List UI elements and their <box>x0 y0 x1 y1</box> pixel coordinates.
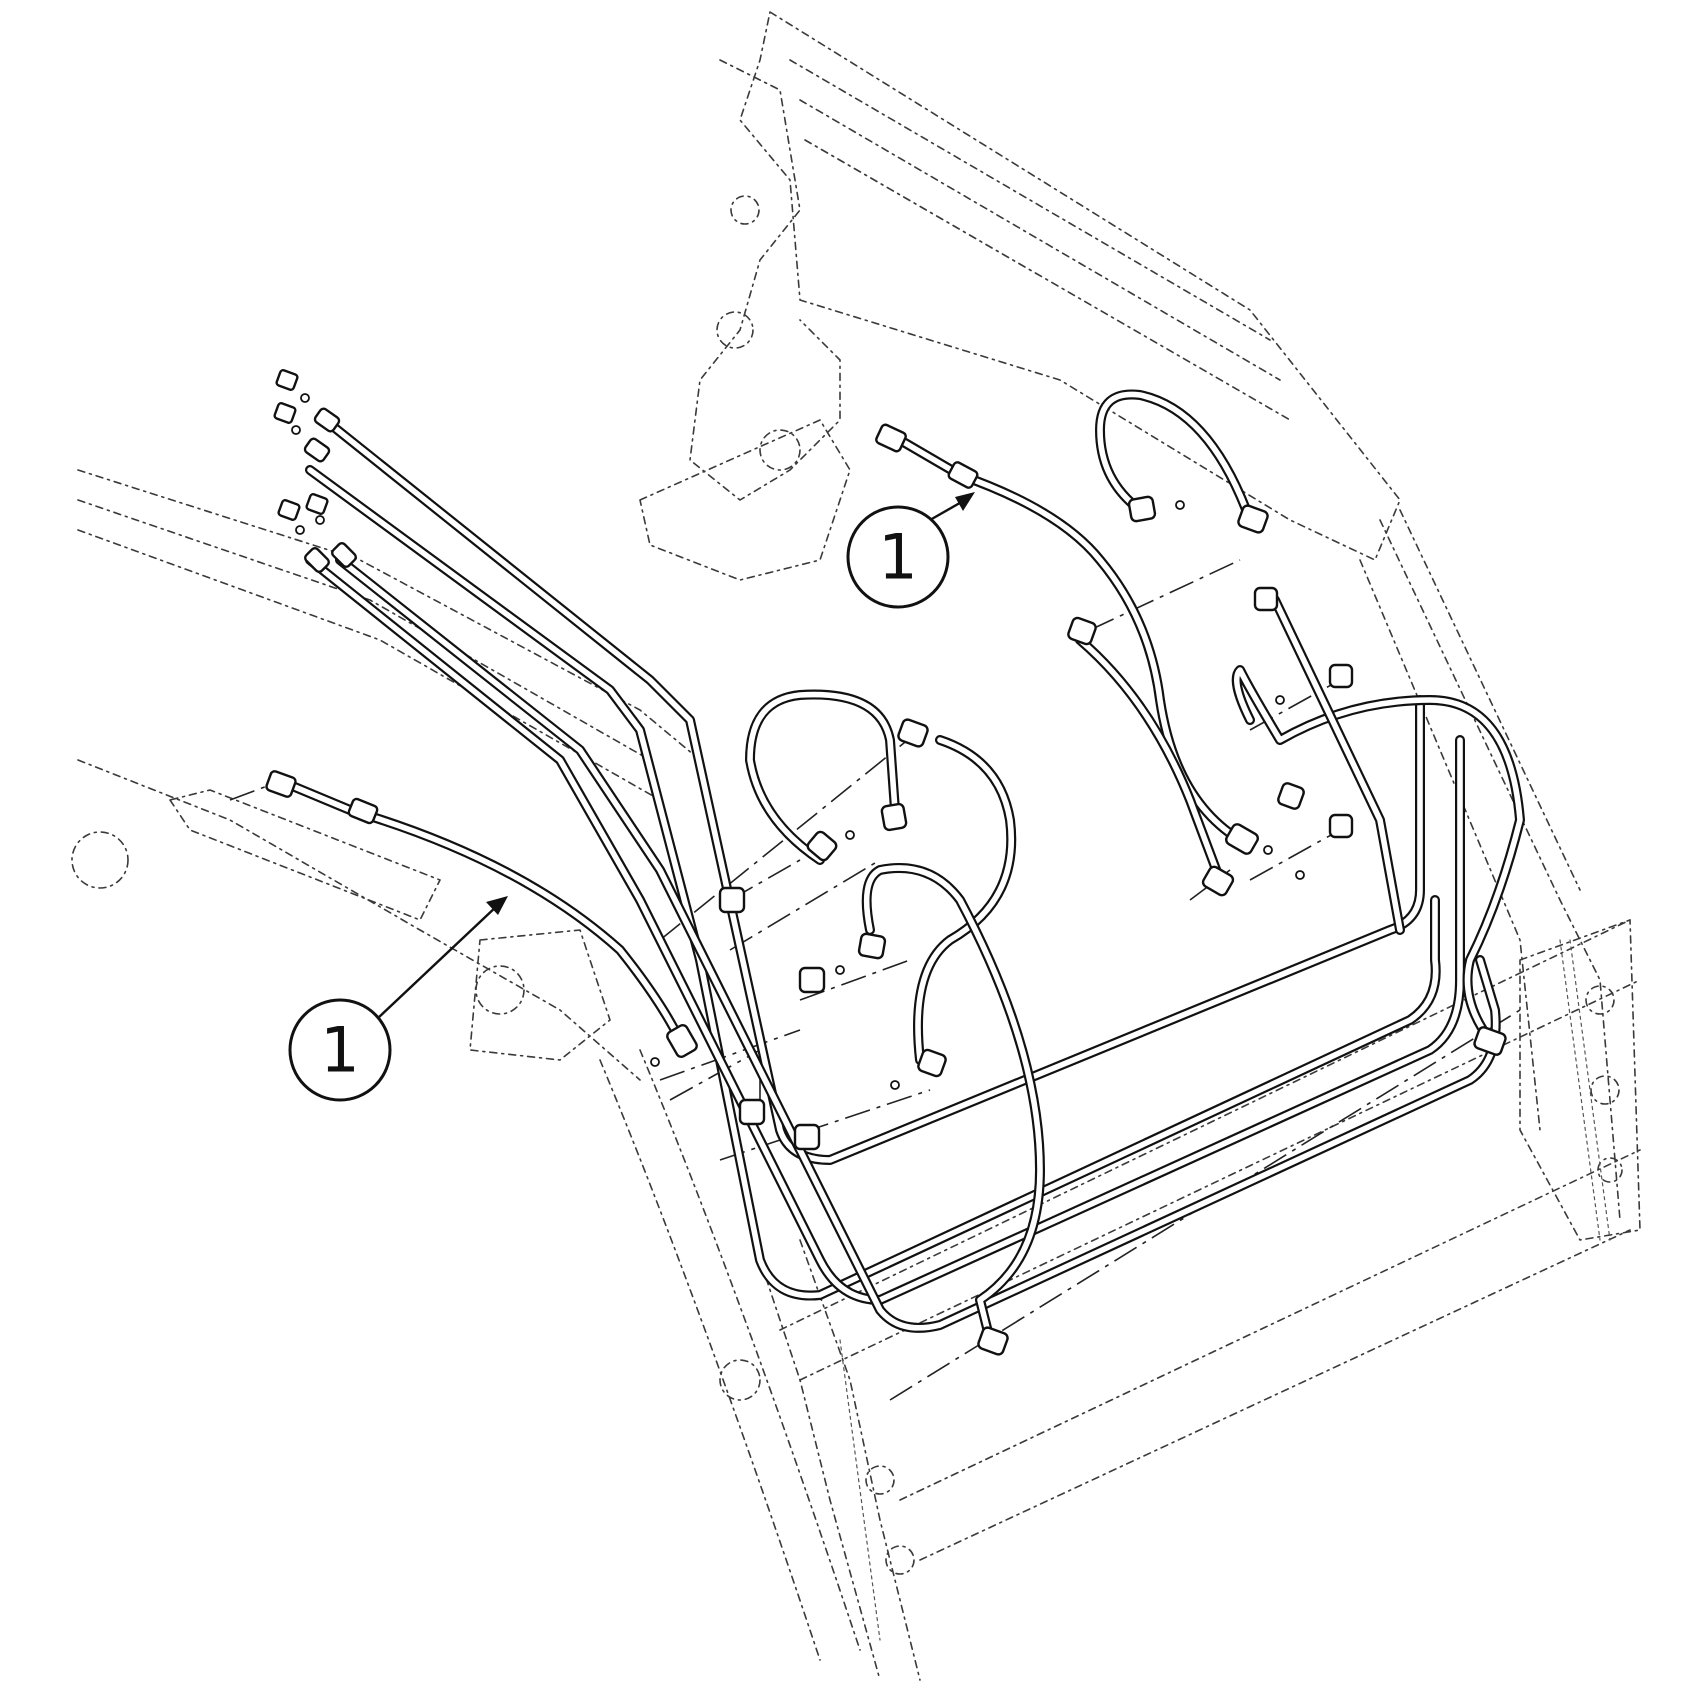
tee-fitting-2 <box>798 966 826 994</box>
elbow-central-long-bottom <box>977 1326 1009 1356</box>
callout-left-circle <box>288 998 392 1102</box>
callout-right-number: 1 <box>878 521 917 594</box>
right-bracket-hole-2 <box>1590 1075 1620 1105</box>
o-ring-left-hose <box>650 1057 660 1067</box>
tube-nut-2 <box>303 437 331 463</box>
elbow-central-s-top <box>897 718 929 748</box>
elbow-left-loop-2 <box>880 802 908 832</box>
centerline-7 <box>1089 559 1241 631</box>
centerline-12 <box>229 784 271 801</box>
lower-frame-curve <box>599 1059 821 1661</box>
right-hose-ferrule <box>947 461 979 489</box>
centerline-9 <box>1249 829 1341 881</box>
left-boom-rail-2 <box>77 529 661 801</box>
lower-post-hole-1 <box>865 1465 895 1495</box>
fitting-cap-4 <box>305 493 329 515</box>
tee-fitting-right-3 <box>1328 813 1354 839</box>
left-boom-lower-edge <box>77 759 641 1081</box>
left-boom-pivot <box>71 831 129 889</box>
tee-fitting-right-1 <box>1253 586 1279 612</box>
lower-crossmember-mid <box>799 979 1641 1381</box>
loader-frame-ghost <box>71 11 1641 1681</box>
fitting-cap-2 <box>273 402 297 424</box>
tube-nut-4 <box>331 542 357 568</box>
callout-right-circle <box>846 505 950 609</box>
elbow-right-mid-top <box>1067 616 1097 646</box>
tube-nut-3 <box>304 547 330 573</box>
callout-right-arrowhead <box>955 492 975 511</box>
tube-right-vertical <box>1270 595 1405 935</box>
elbow-central-s-bottom <box>917 1048 947 1078</box>
hose-group <box>285 389 1525 1345</box>
o-ring-right-3 <box>1295 870 1305 880</box>
o-ring-right-1 <box>1275 695 1285 705</box>
mast-upper-hole <box>730 195 760 225</box>
callout-right: 1 <box>846 492 975 609</box>
tube-lower-left-2 <box>335 555 1501 1333</box>
o-ring-4 <box>315 515 325 525</box>
mast-lower-plate <box>639 419 851 581</box>
fitting-cap-3 <box>277 499 301 521</box>
upper-mast-outline <box>739 11 1401 561</box>
o-ring-central-3 <box>890 1080 900 1090</box>
lower-post-hole-2 <box>885 1545 915 1575</box>
centerline-3 <box>729 859 881 951</box>
tee-fitting-1 <box>718 886 746 914</box>
elbow-right-s-top <box>1277 782 1305 810</box>
hose-right-top-loop <box>1095 389 1255 525</box>
callout-left-number: 1 <box>320 1014 359 1087</box>
tee-fitting-3 <box>738 1098 766 1126</box>
left-hose-ferrule <box>347 797 379 825</box>
callout-left-leader <box>377 904 499 1019</box>
elbow-left-loop <box>806 830 838 862</box>
o-ring-2 <box>291 425 301 435</box>
lower-left-lug <box>719 1359 761 1401</box>
upper-mast-rail <box>789 59 1291 421</box>
lower-frame-hatching <box>839 939 1611 1641</box>
left-boom-bracket <box>469 929 611 1061</box>
o-ring-right-4 <box>1175 500 1185 510</box>
callout-left-arrowhead <box>486 896 508 915</box>
mast-bracket <box>689 59 841 501</box>
centerline-4 <box>799 959 911 1001</box>
lower-left-post <box>759 1239 921 1681</box>
o-ring-central-2 <box>835 965 845 975</box>
tee-fitting-right-2 <box>1328 663 1354 689</box>
left-boom-upper-edge <box>77 469 701 761</box>
right-bracket-hole-1 <box>1585 985 1615 1015</box>
lower-frame-curve-2 <box>639 1049 861 1651</box>
hose-right-mid <box>1075 635 1225 885</box>
mast-mid-hole <box>716 311 754 349</box>
elbow-right-top-loop <box>1127 495 1157 523</box>
left-hose-elbow-top <box>265 770 297 798</box>
hydraulic-hose-right <box>895 435 1245 845</box>
lower-crossmember-bottom <box>899 1149 1641 1561</box>
o-ring-right-2 <box>1263 845 1273 855</box>
left-boom-rail-1 <box>77 499 651 761</box>
left-boom-lug <box>475 965 525 1015</box>
o-ring-central-1 <box>845 830 855 840</box>
elbow-right-top-loop-2 <box>1237 504 1269 534</box>
right-hose-elbow-bottom <box>1225 823 1259 855</box>
right-frame-bracket <box>1519 919 1641 1241</box>
tee-fitting-4 <box>793 1123 821 1151</box>
elbow-central-long-top <box>857 932 887 960</box>
o-ring-1 <box>300 393 310 403</box>
centerline-5 <box>659 1029 801 1081</box>
left-boom-cylinder <box>169 789 441 921</box>
mast-pivot-hole <box>759 429 801 471</box>
fittings-group <box>265 369 1507 1356</box>
right-hose-elbow-top <box>875 423 907 453</box>
tube-nut-1 <box>313 407 341 433</box>
o-ring-3 <box>295 525 305 535</box>
elbow-right-mid-bottom <box>1201 865 1235 897</box>
fitting-cap-1 <box>275 369 299 391</box>
elbow-right-s-bottom <box>1473 1026 1507 1056</box>
left-hose-elbow-bottom <box>666 1024 698 1058</box>
callout-left: 1 <box>288 896 508 1102</box>
centerline-6 <box>719 1089 931 1161</box>
